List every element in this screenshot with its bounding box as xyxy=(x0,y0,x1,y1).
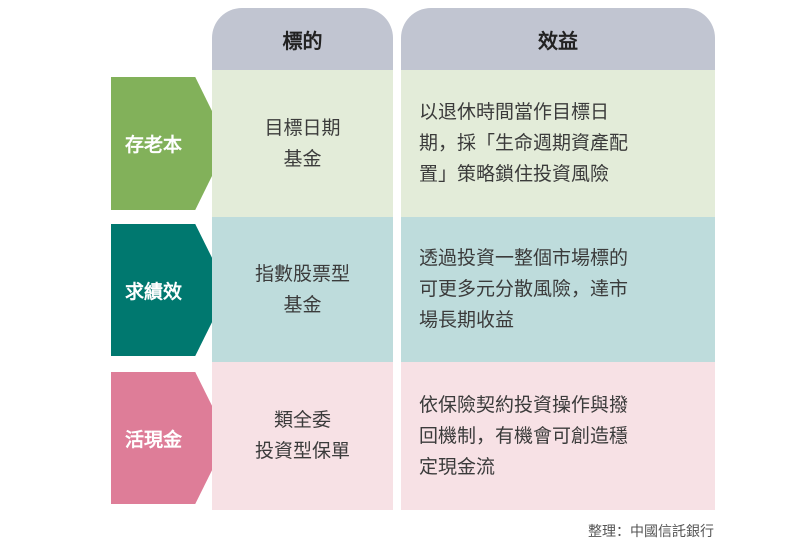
target-cell-2: 指數股票型 基金 xyxy=(212,217,393,362)
benefit-cell-3: 依保險契約投資操作與撥 回機制，有機會可創造穩 定現金流 xyxy=(401,362,715,510)
header-benefit: 效益 xyxy=(401,8,715,70)
row-label-cash: 活現金 xyxy=(111,372,228,504)
target-cell-3: 類全委 投資型保單 xyxy=(212,362,393,510)
target-cell-1: 目標日期 基金 xyxy=(212,70,393,217)
row-label-performance: 求績效 xyxy=(111,224,228,356)
source-note: 整理：中國信託銀行 xyxy=(588,524,714,540)
benefit-cell-2: 透過投資一整個市場標的 可更多元分散風險，達市 場長期收益 xyxy=(401,217,715,362)
row-label-save: 存老本 xyxy=(111,77,228,210)
benefit-cell-1: 以退休時間當作目標日 期，採「生命週期資產配 置」策略鎖住投資風險 xyxy=(401,70,715,217)
header-target: 標的 xyxy=(212,8,393,70)
